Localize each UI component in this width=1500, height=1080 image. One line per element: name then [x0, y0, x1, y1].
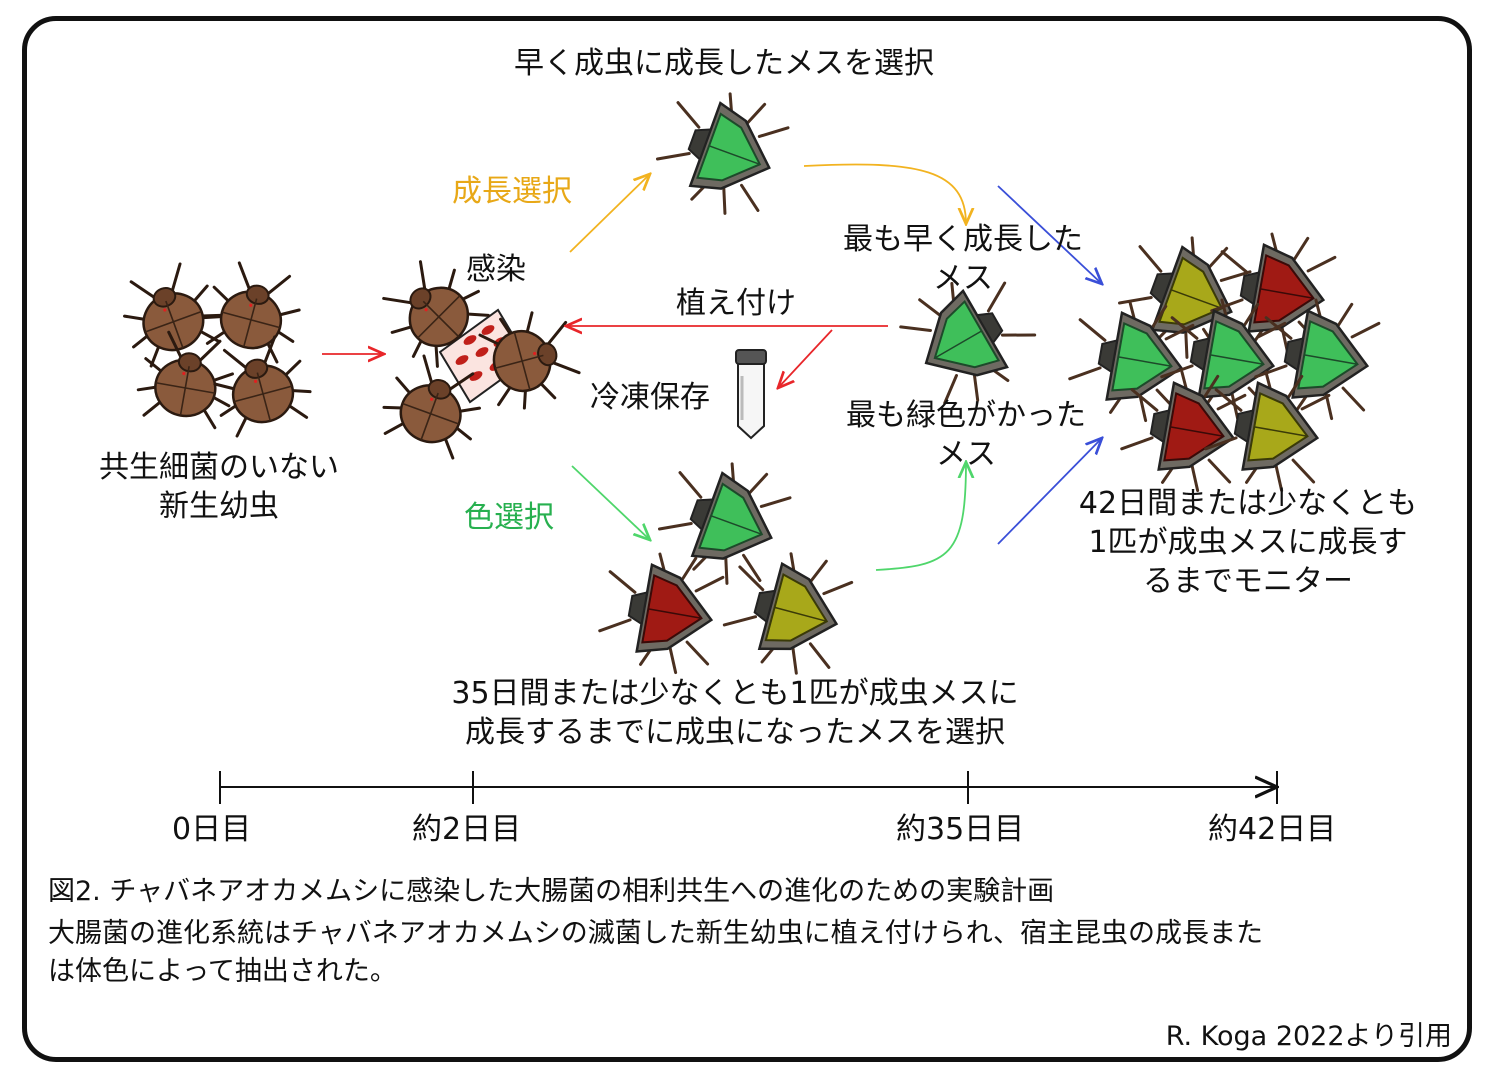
color-selected-adults	[593, 444, 857, 683]
cryopreserve-label: 冷凍保存	[590, 380, 710, 415]
select35-line1: 35日間または少なくとも1匹が成虫メスに	[451, 676, 1019, 711]
greenest-female-label: 最も緑色がかった メス	[838, 396, 1094, 474]
monitor-line1: 42日間または少なくとも	[1078, 486, 1418, 521]
timeline-tick-day2: 約2日目	[412, 812, 522, 847]
growth-selected-adult	[646, 74, 795, 226]
caption-line3: は体色によって抽出された。	[48, 956, 397, 987]
cryotube-icon	[735, 349, 767, 440]
fastest-female-label: 最も早く成長した メス	[838, 220, 1088, 298]
timeline-tick-day0: 0日目	[172, 812, 252, 847]
greenest-female-line1: 最も緑色がかった	[846, 398, 1086, 433]
fastest-female-line1: 最も早く成長した	[843, 222, 1083, 257]
color-selection-label: 色選択	[464, 500, 554, 535]
monitor-line3: るまでモニター	[1143, 564, 1353, 599]
select-fast-female-label: 早く成虫に成長したメスを選択	[514, 46, 934, 81]
select35-line2: 成長するまでに成虫になったメスを選択	[465, 715, 1005, 750]
monitor-label: 42日間または少なくとも 1匹が成虫メスに成長す るまでモニター	[1068, 484, 1428, 601]
citation: R. Koga 2022より引用	[1165, 1021, 1452, 1052]
next-generation-bugs	[1063, 218, 1383, 498]
caption-line2: 大腸菌の進化系統はチャバネアオカメムシの滅菌した新生幼虫に植え付けられ、宿主昆虫…	[48, 918, 1263, 949]
figure-frame	[22, 16, 1472, 1062]
infection-label: 感染	[466, 252, 526, 287]
aposymbiotic-label: 共生細菌のいない 新生幼虫	[86, 448, 352, 526]
timeline-tick-day42: 約42日目	[1208, 812, 1337, 847]
flow-arrows	[322, 163, 1102, 571]
transplant-label: 植え付け	[676, 286, 796, 321]
aposymbiotic-line1: 共生細菌のいない	[99, 450, 339, 485]
caption-line1: 図2. チャバネアオカメムシに感染した大腸菌の相利共生への進化のための実験計画	[48, 876, 1055, 907]
timeline	[219, 771, 1277, 804]
timeline-tick-day35: 約35日目	[896, 812, 1025, 847]
greenest-female-line2: メス	[936, 437, 996, 472]
monitor-line2: 1匹が成虫メスに成長す	[1088, 525, 1408, 560]
fastest-female-line2: メス	[933, 261, 993, 296]
select35-label: 35日間または少なくとも1匹が成虫メスに 成長するまでに成虫になったメスを選択	[430, 674, 1040, 752]
aposymbiotic-line2: 新生幼虫	[159, 489, 279, 524]
growth-selection-label: 成長選択	[452, 174, 572, 209]
aposymbiotic-nymphs	[110, 255, 318, 441]
infected-nymphs	[368, 246, 586, 463]
